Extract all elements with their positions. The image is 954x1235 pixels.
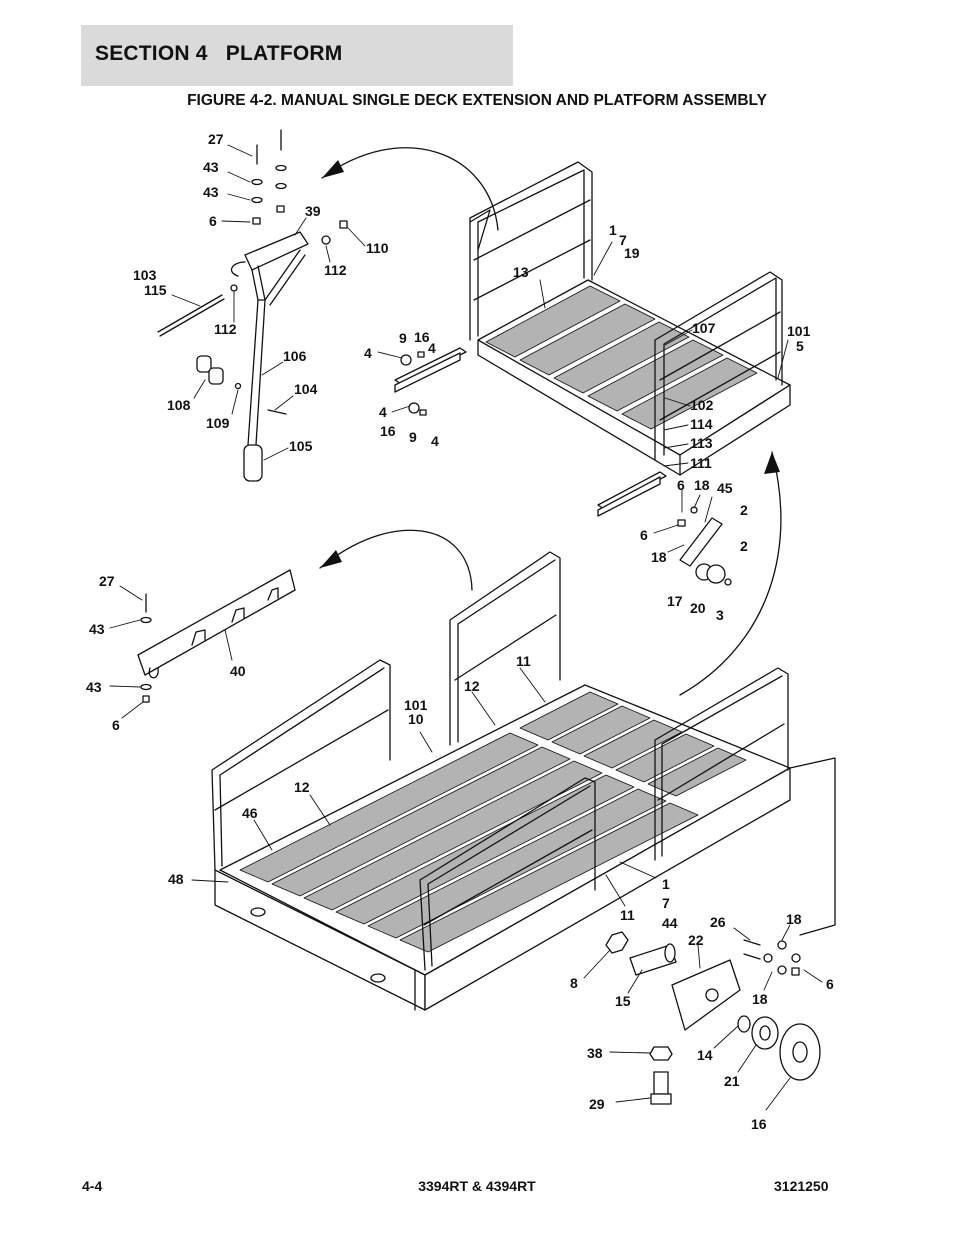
callout: 26 [710, 914, 726, 930]
callout: 10 [408, 711, 424, 727]
callout: 2 [740, 538, 748, 554]
callout: 113 [690, 435, 713, 451]
slide-hardware [400, 351, 427, 416]
callout: 102 [690, 397, 714, 413]
callout: 16 [414, 329, 430, 345]
callout: 112 [324, 262, 347, 278]
callout: 16 [380, 423, 396, 439]
callout: 4 [431, 433, 439, 449]
callout: 27 [208, 131, 224, 147]
extension-handle [157, 231, 309, 482]
callout: 104 [294, 381, 318, 397]
callout: 11 [516, 653, 531, 669]
callout: 105 [289, 438, 313, 454]
rotation-arrow-middle [319, 529, 473, 591]
callout: 111 [690, 455, 712, 471]
callout: 48 [168, 871, 184, 887]
callout: 6 [826, 976, 834, 992]
roller-bracket [677, 506, 732, 586]
section-title: SECTION 4 PLATFORM [95, 42, 343, 65]
callout: 103 [133, 267, 157, 283]
callout: 13 [513, 264, 529, 280]
callout: 2 [740, 502, 748, 518]
callout: 6 [209, 213, 217, 229]
callout: 16 [751, 1116, 767, 1132]
callout: 6 [640, 527, 648, 543]
callout: 17 [667, 593, 683, 609]
callout: 43 [86, 679, 102, 695]
callout: 4 [364, 345, 372, 361]
document-number: 3121250 [774, 1178, 829, 1194]
callout: 14 [697, 1047, 713, 1063]
callout: 40 [230, 663, 246, 679]
callout: 12 [294, 779, 310, 795]
callout: 6 [677, 477, 685, 493]
callout: 11 [620, 907, 635, 923]
callout: 106 [283, 348, 307, 364]
callout: 112 [214, 321, 237, 337]
callout: 15 [615, 993, 631, 1009]
callout: 21 [724, 1073, 740, 1089]
leader-lines [109, 144, 823, 1111]
callout: 101 [404, 697, 428, 713]
deck-extension [394, 161, 791, 517]
callout: 38 [587, 1045, 603, 1061]
callout: 1 [662, 876, 670, 892]
roller-assembly [605, 931, 821, 1105]
section-header-band [81, 25, 513, 86]
callout: 12 [464, 678, 480, 694]
callout: 114 [690, 416, 713, 432]
model-number: 3394RT & 4394RT [418, 1178, 536, 1194]
hardware-stack [230, 129, 348, 390]
main-platform [211, 551, 836, 1011]
callout: 44 [662, 915, 678, 931]
callout: 110 [366, 240, 389, 256]
callout: 1 [609, 222, 617, 238]
callout: 20 [690, 600, 706, 616]
callout: 109 [206, 415, 230, 431]
callout: 7 [662, 895, 670, 911]
callout: 4 [428, 340, 436, 356]
callout: 39 [305, 203, 321, 219]
callout: 29 [589, 1096, 605, 1112]
callout: 5 [796, 338, 804, 354]
page-number: 4-4 [82, 1178, 103, 1194]
callout: 4 [379, 404, 387, 420]
callout: 9 [399, 330, 407, 346]
rotation-arrow-upper [321, 147, 499, 231]
callout: 108 [167, 397, 191, 413]
callout: 8 [570, 975, 578, 991]
callout: 46 [242, 805, 258, 821]
callout: 9 [409, 429, 417, 445]
callout-labels: 27 43 43 6 39 110 112 103 115 112 106 10… [86, 131, 834, 1132]
callout: 18 [752, 991, 768, 1007]
callout: 6 [112, 717, 120, 733]
rail-bracket [137, 569, 296, 703]
callout: 27 [99, 573, 115, 589]
callout: 107 [692, 320, 716, 336]
callout: 101 [787, 323, 811, 339]
callout: 18 [694, 477, 710, 493]
figure-title: FIGURE 4-2. MANUAL SINGLE DECK EXTENSION… [187, 92, 767, 109]
callout: 18 [786, 911, 802, 927]
callout: 7 [619, 232, 627, 248]
callout: 43 [203, 159, 219, 175]
rotation-arrow-right [679, 451, 782, 696]
callout: 3 [716, 607, 724, 623]
callout: 19 [624, 245, 640, 261]
callout: 115 [144, 282, 167, 298]
callout: 18 [651, 549, 667, 565]
callout: 22 [688, 932, 704, 948]
callout: 43 [203, 184, 219, 200]
callout: 43 [89, 621, 105, 637]
callout: 45 [717, 480, 733, 496]
